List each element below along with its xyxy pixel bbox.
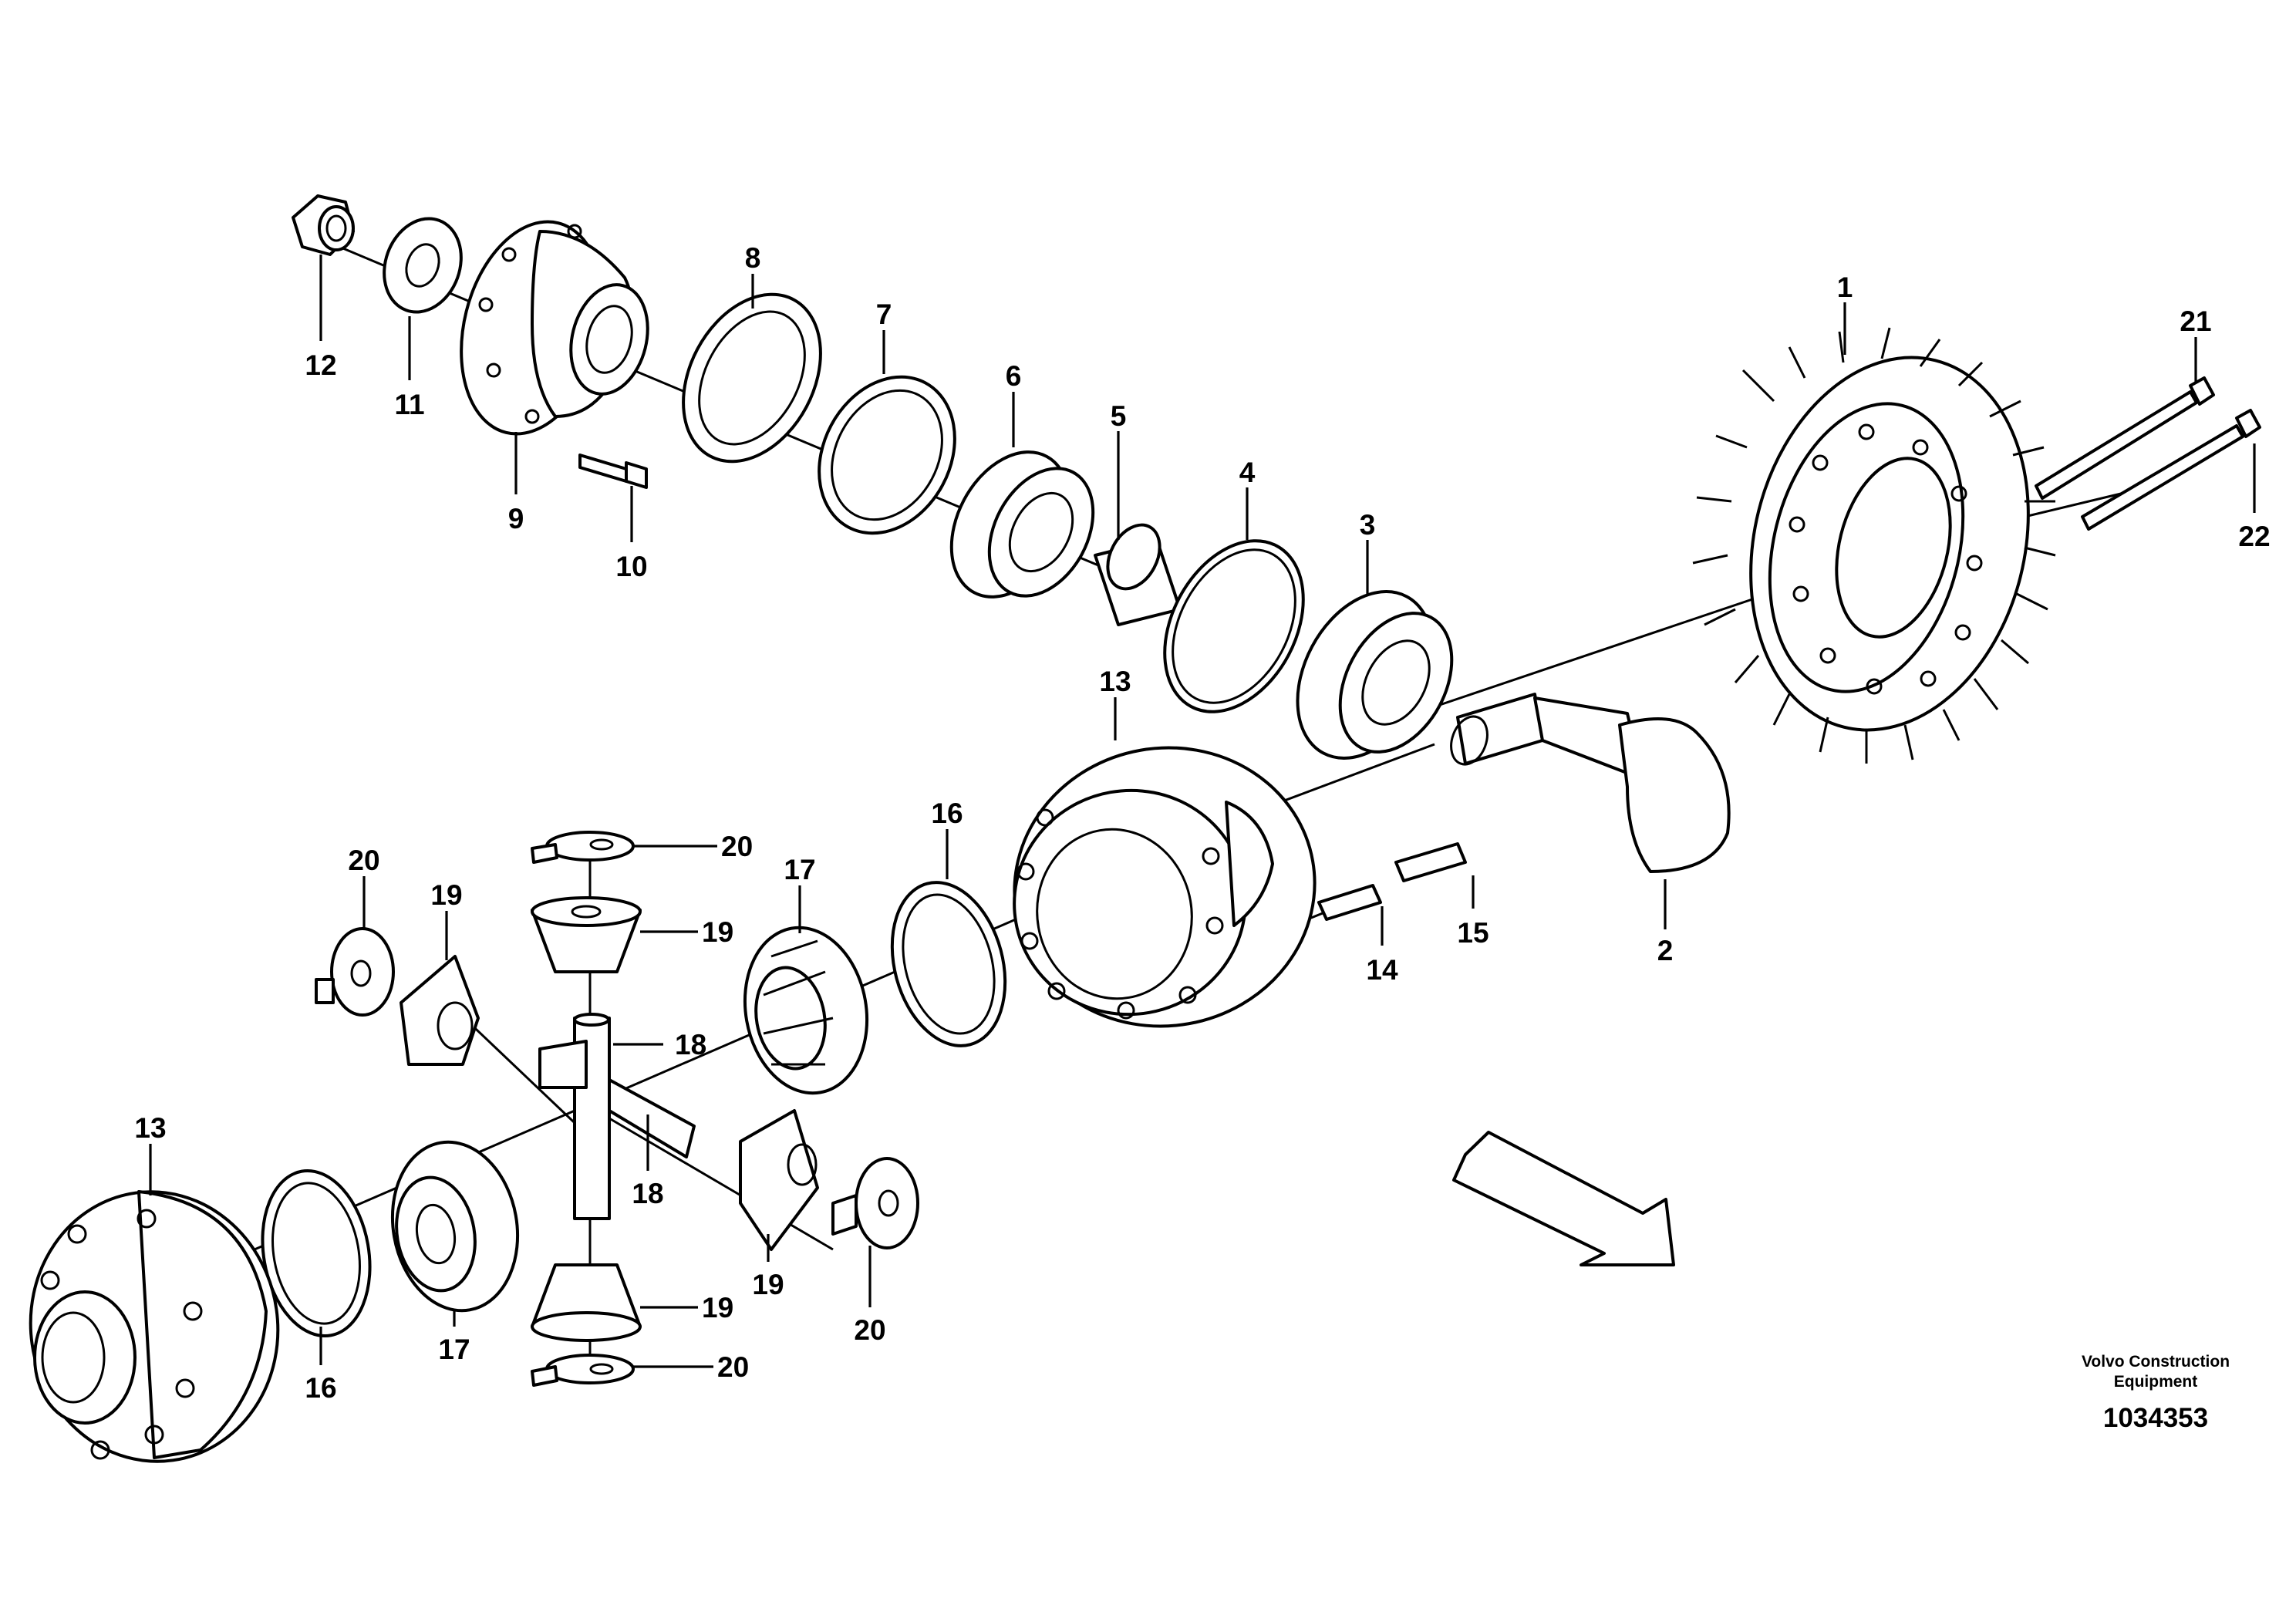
direction-arrow-icon	[1452, 1131, 1675, 1266]
callout-19-bottom: 19	[702, 1292, 733, 1324]
callout-19-left: 19	[430, 879, 462, 911]
thrust-washer-upper	[890, 881, 1007, 1047]
nut	[292, 194, 355, 256]
spacer-sleeve	[1094, 523, 1182, 626]
callout-18-lower: 18	[632, 1178, 663, 1209]
roll-pin-14	[1317, 884, 1382, 921]
washer	[383, 217, 463, 314]
callout-13-upper: 13	[1099, 666, 1131, 697]
callout-9: 9	[508, 503, 524, 534]
callout-21: 21	[2180, 305, 2211, 337]
callout-17-lower: 17	[438, 1334, 470, 1365]
taper-roller-bearing-inner	[1296, 590, 1454, 760]
callout-labels: 1 2 3 4 5 6 7 8 9 10 11 12 13 13 14 15 1…	[134, 242, 2270, 1404]
callout-20-left: 20	[348, 845, 379, 876]
callout-19-right: 19	[752, 1269, 784, 1300]
brand-line-1: Volvo Construction	[2082, 1353, 2230, 1371]
brand-line-2: Equipment	[2114, 1373, 2198, 1391]
callout-13-lower: 13	[134, 1112, 166, 1144]
differential-housing-upper	[1013, 746, 1317, 1028]
callout-20-right: 20	[854, 1314, 885, 1346]
flange-bolt	[578, 454, 648, 489]
crown-wheel	[1692, 327, 2056, 764]
callout-14: 14	[1366, 954, 1398, 986]
callout-20-top: 20	[721, 831, 753, 862]
roll-pin-15	[1394, 842, 1467, 882]
callout-4: 4	[1239, 457, 1256, 488]
companion-flange	[460, 220, 649, 436]
side-gear-upper	[743, 926, 869, 1095]
pinion-washer-right	[831, 1157, 919, 1249]
differential-housing-lower	[29, 1190, 280, 1463]
leader-lines	[149, 255, 2256, 1368]
drive-pinion	[1450, 693, 1731, 873]
drawing-footer: Volvo Construction Equipment 1034353	[2082, 1353, 2230, 1433]
callout-5: 5	[1111, 400, 1127, 432]
callout-11: 11	[394, 389, 424, 420]
differential-pinion-top	[531, 896, 642, 973]
spider-cross-shaft	[538, 1013, 696, 1220]
oil-seal	[682, 292, 822, 464]
differential-pinion-right	[739, 1109, 819, 1251]
callout-2: 2	[1657, 935, 1674, 966]
drawing-number: 1034353	[2103, 1403, 2208, 1433]
callout-16-upper: 16	[931, 798, 963, 829]
pinion-washer-left	[315, 927, 395, 1017]
callout-17-upper: 17	[784, 854, 815, 885]
callout-1: 1	[1837, 271, 1853, 303]
callout-8: 8	[745, 242, 761, 274]
differential-pinion-left	[400, 955, 480, 1066]
pinion-washer-top	[531, 831, 635, 864]
taper-roller-bearing-outer	[949, 450, 1095, 599]
bearing-cup	[818, 375, 956, 535]
callout-22: 22	[2238, 521, 2270, 552]
callout-7: 7	[876, 298, 892, 330]
callout-12: 12	[305, 349, 336, 381]
callout-3: 3	[1360, 509, 1376, 541]
crown-wheel-bolt-22	[2081, 409, 2261, 531]
side-gear-lower	[390, 1140, 520, 1313]
crown-wheel-bolt-21	[2035, 376, 2215, 500]
pinion-washer-bottom	[531, 1354, 635, 1387]
callout-20-bottom: 20	[717, 1351, 749, 1383]
callout-18-upper: 18	[675, 1029, 706, 1061]
thrust-washer-lower	[261, 1168, 372, 1338]
shim	[1163, 539, 1305, 713]
callout-19-top: 19	[702, 916, 733, 948]
differential-pinion-bottom	[531, 1263, 642, 1342]
callout-15: 15	[1457, 917, 1489, 949]
callout-6: 6	[1006, 360, 1022, 392]
callout-10: 10	[615, 551, 647, 582]
callout-16-lower: 16	[305, 1372, 336, 1404]
